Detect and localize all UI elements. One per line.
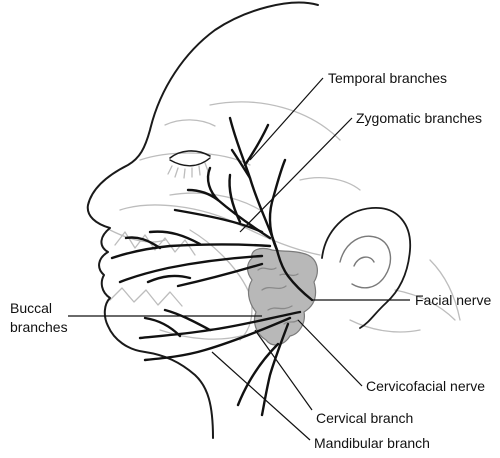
label-buccal-branches-line1: Buccal	[10, 300, 52, 316]
label-mandibular-branch: Mandibular branch	[314, 435, 430, 451]
buccal-branch	[176, 262, 264, 288]
mandibular-branch	[163, 308, 212, 332]
label-zygomatic-branches: Zygomatic branches	[356, 110, 482, 126]
facial-nerve-branches	[110, 116, 314, 417]
eye	[164, 119, 216, 179]
label-temporal-branches: Temporal branches	[328, 70, 447, 86]
buccal-branch	[146, 274, 192, 284]
label-facial-nerve: Facial nerve	[415, 292, 491, 308]
head-outline	[86, 1, 319, 439]
ear	[321, 207, 411, 329]
label-cervicofacial-nerve: Cervicofacial nerve	[366, 378, 485, 394]
mandibular-branch	[143, 316, 292, 362]
labels: Temporal branches Zygomatic branches Buc…	[10, 70, 491, 451]
zygomatic-branch	[206, 166, 220, 202]
buccal-branch	[148, 230, 202, 246]
label-buccal-branches-line2: branches	[10, 319, 68, 335]
buccal-branch	[110, 243, 272, 260]
temporal-branch	[230, 148, 252, 180]
temporal-branch	[243, 123, 270, 167]
zygomatic-branch	[228, 173, 242, 224]
buccal-branch	[118, 254, 264, 284]
temporal-branch	[268, 158, 287, 252]
zygomatic-branch	[173, 208, 264, 234]
cervical-branch	[236, 342, 280, 407]
mandibular-branch	[143, 316, 182, 338]
buccal-branch	[124, 236, 162, 250]
label-cervical-branch: Cervical branch	[316, 410, 413, 426]
leader-lines	[68, 77, 410, 441]
facial-nerve-trunk	[275, 248, 314, 302]
cervical-branch	[260, 322, 290, 417]
